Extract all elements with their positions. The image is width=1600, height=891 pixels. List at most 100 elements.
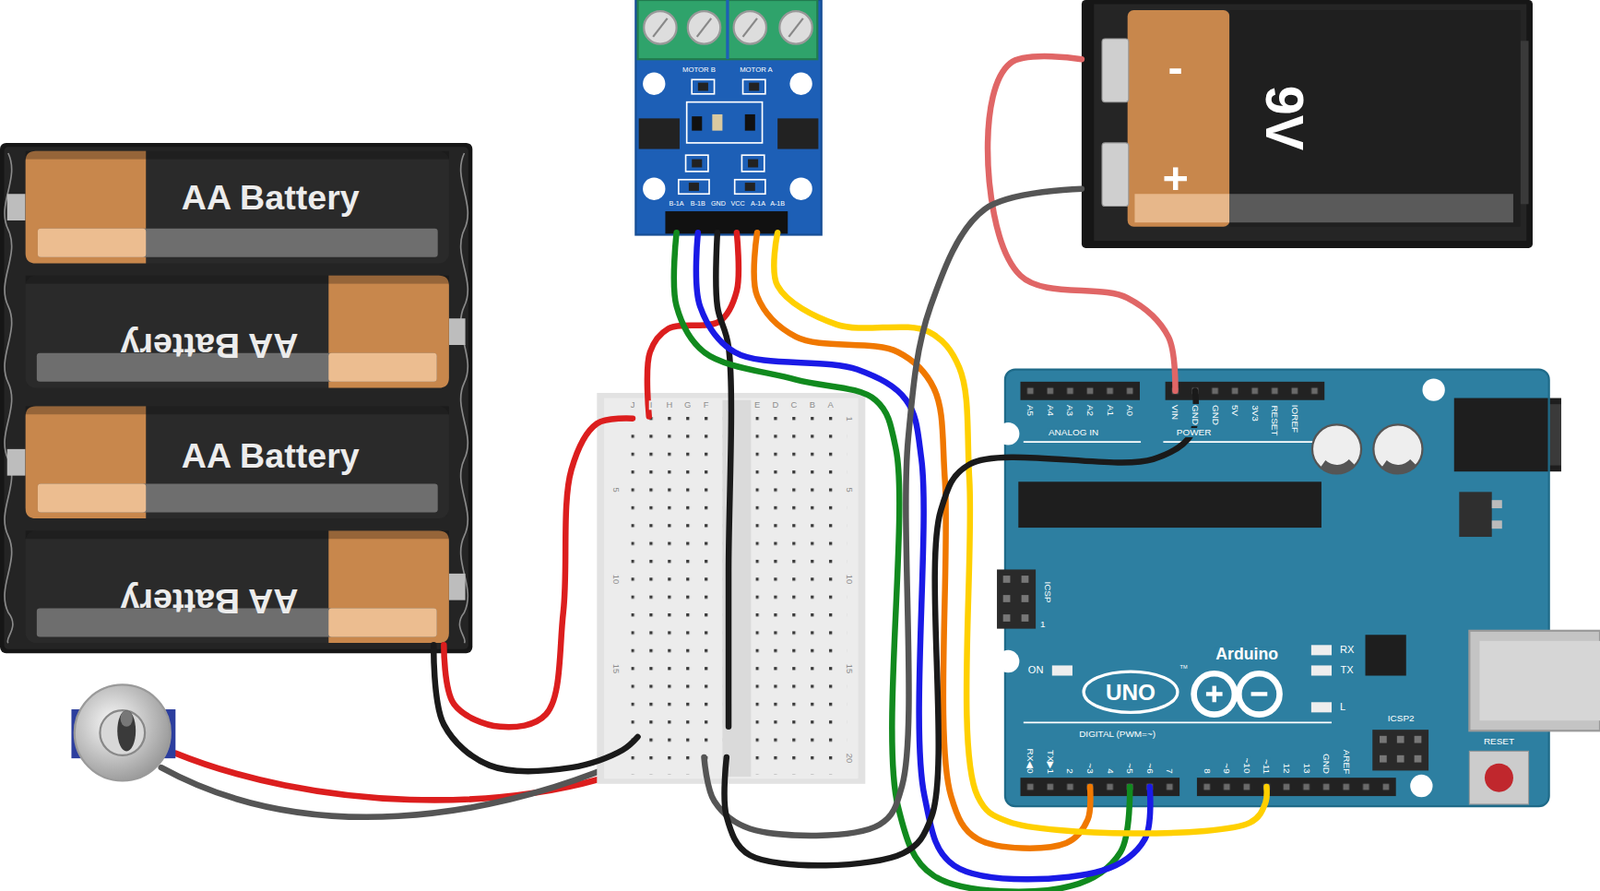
arduino-art (1311, 701, 1332, 712)
toggle-switch (74, 684, 171, 781)
breadboard-label: J (629, 401, 637, 410)
cell-label: AA Battery (180, 180, 361, 216)
board-label: RESET (1482, 736, 1516, 747)
board-label: ~5 (1125, 761, 1135, 774)
board-label: TX▶1 (1045, 748, 1055, 775)
battery-pack (0, 142, 473, 653)
arduino-art (1381, 459, 1417, 475)
motor-driver-art (688, 182, 700, 191)
board-label: A0 (1125, 403, 1135, 417)
battery-9v-art (1229, 193, 1514, 223)
battery-cell: AA Battery (25, 151, 450, 264)
battery-9v-art (1081, 0, 1533, 249)
motor-driver-art (664, 211, 788, 234)
arduino-art (996, 568, 1036, 629)
breadboard-art (630, 416, 723, 774)
board-label: ICSP2 (1386, 713, 1416, 723)
toggle-switch (120, 710, 133, 727)
board-label: ~6 (1145, 761, 1155, 774)
motor-driver-art (745, 182, 756, 191)
pin-label: MOTOR B (681, 66, 717, 74)
motor-driver-art (711, 114, 723, 131)
breadboard-label: D (771, 401, 781, 410)
battery-9v-art (1520, 40, 1529, 204)
cell-label: AA Battery (180, 438, 361, 475)
arduino-art (1165, 381, 1326, 401)
pin-label: A-1A (749, 201, 767, 208)
board-label: ~9 (1221, 761, 1232, 774)
arduino-art (1212, 686, 1217, 703)
breadboard: JIHGFEDCBA5101515101520 (596, 392, 866, 784)
arduino-art (1458, 491, 1492, 537)
board-label: GND (1321, 752, 1331, 775)
battery-pack (449, 318, 466, 345)
arduino-art (1410, 774, 1433, 797)
arduino-art (1454, 398, 1562, 473)
motor-driver-art (745, 114, 756, 131)
breadboard-label: E (753, 401, 761, 410)
arduino-art (1165, 381, 1326, 401)
motor-driver-art (743, 79, 766, 94)
motor-driver-art (635, 0, 821, 235)
motor-driver-art (687, 11, 721, 44)
breadboard-label: 15 (612, 663, 621, 675)
arduino-art (1197, 777, 1397, 796)
arduino-art (1003, 594, 1011, 603)
arduino-art (1020, 777, 1181, 796)
battery-9v: -+9V (1081, 0, 1533, 249)
jumper-wire (703, 189, 1081, 836)
breadboard-label: B (808, 401, 817, 410)
board-label: 5V (1230, 403, 1240, 417)
arduino-art (1021, 614, 1030, 622)
cell-label: AA Battery (118, 582, 299, 618)
jumper-wire (433, 644, 638, 771)
pin-label: GND (710, 201, 727, 208)
board-label: GND (1210, 403, 1221, 427)
board-label: Arduino (1214, 647, 1280, 664)
motor-driver-art (691, 116, 702, 131)
battery-pack (25, 275, 450, 389)
breadboard-label: A (827, 401, 835, 410)
motor-driver-art (698, 82, 709, 92)
breadboard-label: I (649, 401, 654, 410)
arduino-uno: A5A4A3A2A1A0VINGNDGND5V3V3RESETIOREFANAL… (1005, 369, 1550, 807)
motor-driver-art (789, 72, 812, 95)
board-label: UNO (1104, 681, 1157, 704)
battery-pack (0, 142, 473, 653)
arduino-art (1492, 499, 1503, 509)
board-label: ANALOG IN (1047, 427, 1100, 438)
breadboard-label: 1 (844, 414, 854, 422)
board-label: 3V3 (1250, 403, 1260, 423)
arduino-art (1372, 729, 1429, 771)
arduino-art (1197, 777, 1397, 796)
board-label: A4 (1045, 403, 1055, 417)
arduino-art (1018, 481, 1322, 528)
battery-pack (25, 530, 450, 643)
motor-driver-art (639, 118, 680, 149)
board-label: A3 (1065, 403, 1075, 417)
arduino-art (1020, 381, 1140, 401)
battery-label: + (1161, 154, 1189, 201)
motor-driver-art (687, 102, 763, 143)
jumper-wire (773, 232, 1267, 833)
arduino-art (1020, 777, 1181, 796)
breadboard-label: 5 (844, 485, 854, 493)
motor-driver-art (691, 159, 702, 168)
arduino-art (1005, 369, 1550, 807)
arduino-art (1469, 750, 1529, 805)
board-label: DIGITAL (PWM=~) (1078, 729, 1157, 739)
battery-9v-art (1081, 0, 1533, 249)
battery-cell: AA Battery (30, 275, 450, 391)
battery-pack (7, 193, 26, 221)
jumper-wire (987, 56, 1175, 392)
board-label: RX◀0 (1025, 747, 1035, 775)
battery-9v-art (1093, 3, 1527, 241)
breadboard-label: 20 (844, 751, 854, 763)
board-label: 4 (1105, 767, 1115, 775)
arduino-art (1197, 777, 1397, 796)
arduino-art (1379, 735, 1387, 744)
jumper-wire (716, 232, 732, 727)
arduino-art (1023, 722, 1332, 724)
battery-pack (7, 449, 26, 476)
